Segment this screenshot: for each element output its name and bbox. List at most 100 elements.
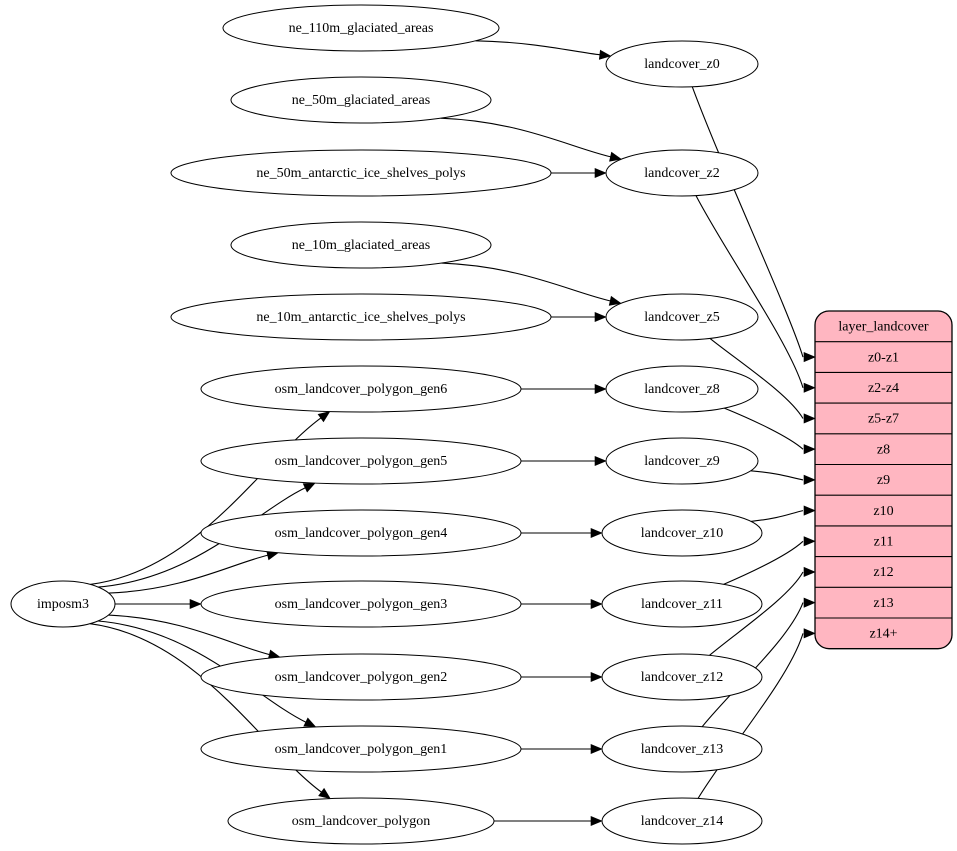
node-ne_50m_glaciated_areas[interactable]: ne_50m_glaciated_areas [230,76,492,124]
node-osm_landcover_polygon[interactable]: osm_landcover_polygon [227,797,495,845]
arrowhead-row-z5-z7 [803,413,816,424]
node-shape-osm_landcover_polygon_gen4 [200,509,522,557]
node-osm_landcover_polygon_gen6[interactable]: osm_landcover_polygon_gen6 [200,365,522,413]
arrowhead-row-z11 [803,536,816,547]
node-shape-landcover_z10 [601,509,763,557]
edges-layer [89,40,816,827]
edge-ne_110m_glaciated_areas-to-landcover_z0 [475,40,601,56]
node-landcover_z9[interactable]: landcover_z9 [605,437,759,485]
arrowhead-row-z9 [803,474,816,485]
record-table-layer: layer_landcoverz0-z1z2-z4z5-z7z8z9z10z11… [814,310,953,650]
node-landcover_z2[interactable]: landcover_z2 [605,149,759,197]
edge-imposm3-to-osm_landcover_polygon_gen1 [97,620,307,724]
arrowhead-row-z14+ [803,628,816,639]
arrowhead-row-z8 [803,444,816,455]
node-landcover_z11[interactable]: landcover_z11 [601,580,763,628]
node-shape-ne_10m_antarctic_ice_shelves_polys [170,293,552,341]
node-landcover_z0[interactable]: landcover_z0 [605,40,759,88]
record-row-z8[interactable] [815,434,952,465]
edge-landcover_z12-to-row-z12 [709,571,804,656]
arrowhead-osm_landcover_polygon_gen6 [317,411,331,423]
node-landcover_z10[interactable]: landcover_z10 [601,509,763,557]
node-landcover_z8[interactable]: landcover_z8 [605,365,759,413]
node-shape-osm_landcover_polygon_gen2 [200,653,522,701]
arrowhead-landcover_z9 [594,455,607,467]
node-osm_landcover_polygon_gen2[interactable]: osm_landcover_polygon_gen2 [200,653,522,701]
arrowhead-landcover_z11 [590,598,603,610]
arrowhead-row-z0-z1 [803,351,816,363]
node-shape-ne_50m_antarctic_ice_shelves_polys [170,149,552,197]
arrowhead-row-z13 [803,597,816,608]
node-osm_landcover_polygon_gen3[interactable]: osm_landcover_polygon_gen3 [200,580,522,628]
arrowhead-landcover_z2 [609,151,623,162]
edge-ne_50m_glaciated_areas-to-landcover_z2 [440,117,612,158]
arrowhead-landcover_z12 [590,671,603,683]
arrowhead-landcover_z14 [590,815,603,827]
node-shape-osm_landcover_polygon [227,797,495,845]
arrowhead-landcover_z0 [598,49,612,60]
node-shape-osm_landcover_polygon_gen1 [200,725,522,773]
edge-landcover_z9-to-row-z9 [750,470,804,481]
node-shape-ne_110m_glaciated_areas [222,4,500,52]
node-osm_landcover_polygon_gen1[interactable]: osm_landcover_polygon_gen1 [200,725,522,773]
arrowhead-osm_landcover_polygon [318,787,331,800]
arrowhead-landcover_z10 [590,527,603,539]
edge-landcover_z0-to-row-z0-z1 [691,86,804,358]
edge-imposm3-to-osm_landcover_polygon_gen4 [108,554,269,594]
edge-imposm3-to-osm_landcover_polygon_gen2 [108,614,271,656]
record-row-z2-z4[interactable] [815,372,952,403]
node-shape-landcover_z5 [605,293,759,341]
arrowhead-landcover_z2 [594,167,607,179]
edge-imposm3-to-osm_landcover_polygon_gen6 [90,416,322,585]
record-row-z11[interactable] [815,526,952,557]
node-shape-landcover_z13 [601,725,763,773]
node-landcover_z13[interactable]: landcover_z13 [601,725,763,773]
node-shape-landcover_z0 [605,40,759,88]
node-ne_10m_antarctic_ice_shelves_polys[interactable]: ne_10m_antarctic_ice_shelves_polys [170,293,552,341]
arrowhead-row-z12 [803,566,816,578]
record-table-body [814,310,953,650]
arrowhead-landcover_z5 [594,311,607,323]
node-landcover_z14[interactable]: landcover_z14 [601,797,763,845]
node-shape-landcover_z2 [605,149,759,197]
node-landcover_z12[interactable]: landcover_z12 [601,653,763,701]
record-row-z13[interactable] [815,587,952,618]
node-ne_110m_glaciated_areas[interactable]: ne_110m_glaciated_areas [222,4,500,52]
edge-ne_10m_glaciated_areas-to-landcover_z5 [441,262,612,302]
record-row-z10[interactable] [815,495,952,526]
arrowhead-row-z10 [803,505,816,516]
node-shape-landcover_z8 [605,365,759,413]
node-ne_50m_antarctic_ice_shelves_polys[interactable]: ne_50m_antarctic_ice_shelves_polys [170,149,552,197]
node-shape-landcover_z9 [605,437,759,485]
record-row-z9[interactable] [815,465,952,496]
arrowhead-landcover_z8 [594,383,607,395]
node-osm_landcover_polygon_gen4[interactable]: osm_landcover_polygon_gen4 [200,509,522,557]
arrowhead-landcover_z5 [608,295,622,306]
node-shape-landcover_z14 [601,797,763,845]
record-row-z0-z1[interactable] [815,342,952,373]
record-row-z14+[interactable] [815,618,952,649]
arrowhead-row-z2-z4 [803,382,816,393]
node-shape-ne_50m_glaciated_areas [230,76,492,124]
edge-landcover_z8-to-row-z8 [724,407,804,450]
node-shape-landcover_z11 [601,580,763,628]
node-shape-landcover_z12 [601,653,763,701]
record-table-layer-landcover[interactable]: layer_landcoverz0-z1z2-z4z5-z7z8z9z10z11… [814,310,953,650]
arrowhead-osm_landcover_polygon_gen5 [302,482,316,493]
node-shape-ne_10m_glaciated_areas [230,221,492,269]
node-ne_10m_glaciated_areas[interactable]: ne_10m_glaciated_areas [230,221,492,269]
edge-landcover_z13-to-row-z13 [701,602,804,728]
record-row-z12[interactable] [815,557,952,588]
edge-imposm3-to-osm_landcover_polygon [89,623,323,794]
node-shape-osm_landcover_polygon_gen3 [200,580,522,628]
node-shape-osm_landcover_polygon_gen5 [200,437,522,485]
edge-landcover_z14-to-row-z14+ [697,633,804,799]
node-osm_landcover_polygon_gen5[interactable]: osm_landcover_polygon_gen5 [200,437,522,485]
record-row-z5-z7[interactable] [815,403,952,434]
node-imposm3[interactable]: imposm3 [10,580,116,628]
node-landcover_z5[interactable]: landcover_z5 [605,293,759,341]
edge-landcover_z10-to-row-z10 [750,510,804,522]
edge-landcover_z2-to-row-z2-z4 [695,195,804,388]
